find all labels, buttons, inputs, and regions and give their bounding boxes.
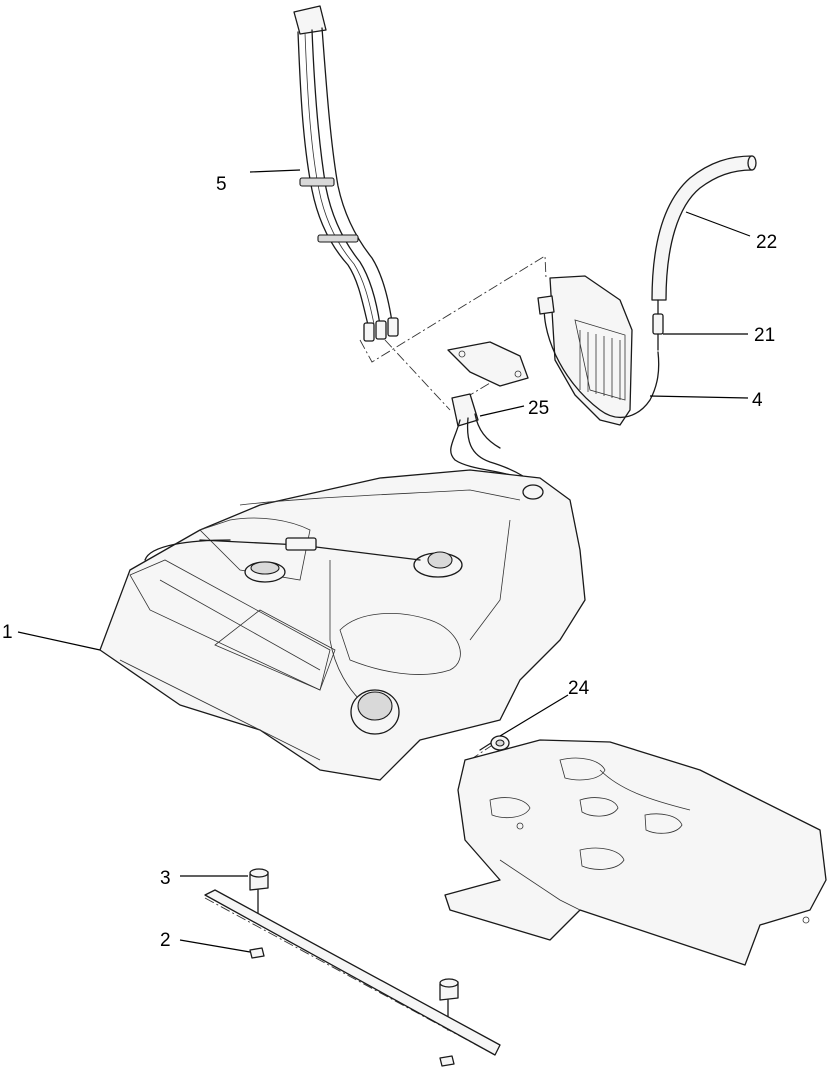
leader-lines	[17, 169, 751, 953]
callout-1: 1	[2, 622, 13, 643]
callout-22: 22	[756, 232, 777, 253]
support-strap	[204, 889, 501, 1056]
callout-21: 21	[754, 325, 775, 346]
callout-2: 2	[160, 930, 171, 951]
callout-25: 25	[528, 398, 549, 419]
mounting-plate	[444, 739, 827, 966]
callout-4: 4	[752, 390, 763, 411]
clip	[479, 735, 510, 751]
callout-3: 3	[160, 868, 171, 889]
fuel-tank	[99, 469, 586, 781]
nut	[249, 947, 455, 1067]
hose-fitting	[652, 299, 664, 351]
carbon-canister	[537, 275, 660, 426]
mounting-bracket	[447, 341, 529, 387]
callout-labels: 5 22 21 4 25 1 24 3 2	[2, 174, 777, 951]
callout-5: 5	[216, 174, 227, 195]
callout-24: 24	[568, 678, 590, 699]
rubber-bumper	[249, 868, 459, 1031]
vent-hose	[651, 155, 757, 301]
fuel-hose-assembly	[293, 5, 399, 342]
